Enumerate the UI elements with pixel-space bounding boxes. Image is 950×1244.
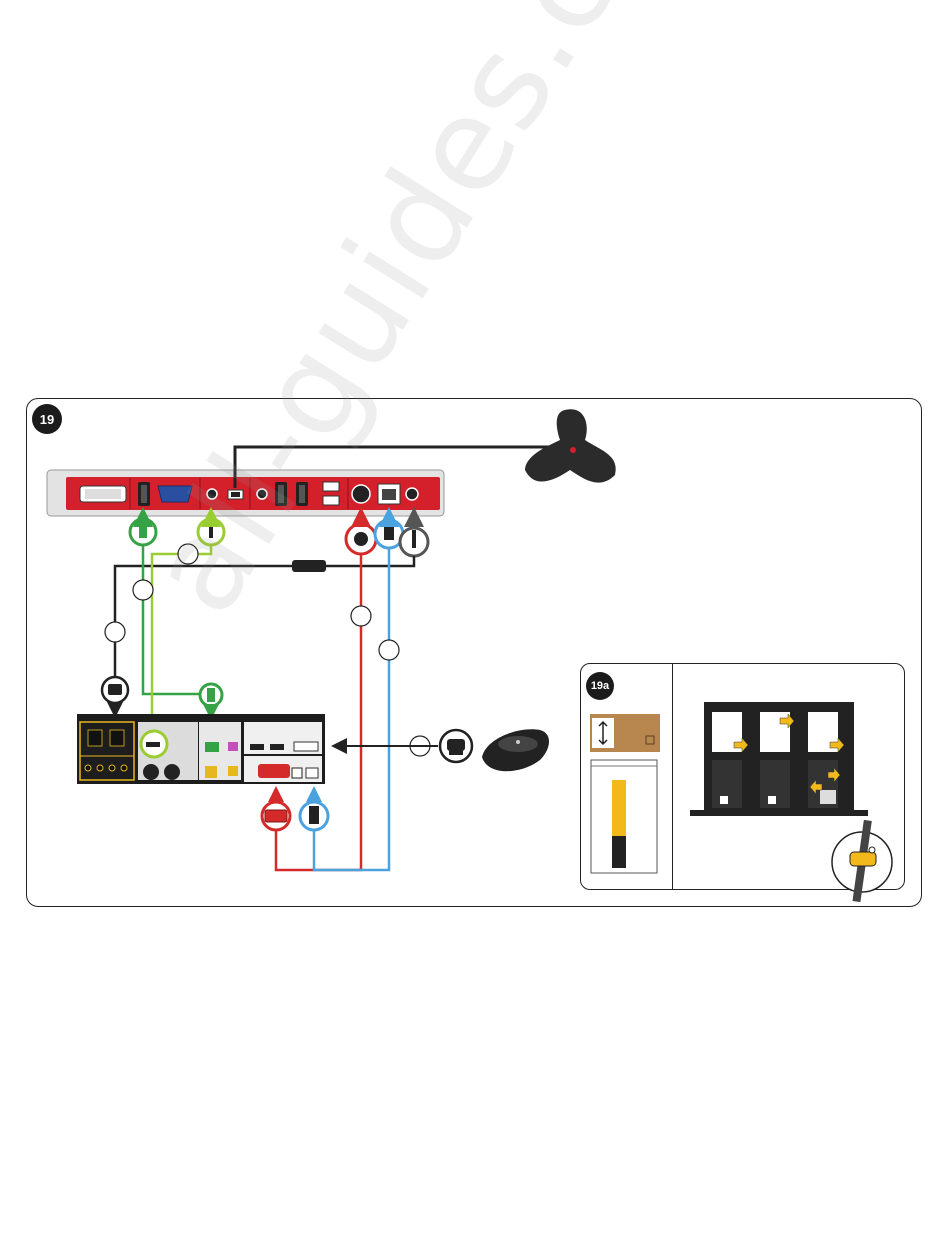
power-brick-icon xyxy=(292,560,326,572)
connector-plug-icon xyxy=(209,522,213,538)
hdmi-port-icon xyxy=(270,744,284,750)
velcro-strap-icon xyxy=(591,760,657,873)
hdmi-port-icon xyxy=(275,482,287,506)
ethernet-port-icon xyxy=(378,484,400,504)
hdmi-port-icon xyxy=(296,482,308,506)
audio-jack-icon xyxy=(257,489,267,499)
connector-plug-icon xyxy=(139,524,147,538)
vga-port-icon xyxy=(158,486,192,502)
strap-detail-zoom xyxy=(832,820,892,902)
callout-circle xyxy=(133,580,153,600)
touch-panel-icon xyxy=(482,729,549,771)
microphone-port-icon xyxy=(352,485,370,503)
dvi-port-icon xyxy=(80,486,126,502)
connector-plug-icon xyxy=(412,530,416,548)
usb-port-icon xyxy=(228,490,243,499)
mounting-frame xyxy=(690,702,868,816)
hdmi-port-icon xyxy=(250,744,264,750)
callout-circle xyxy=(351,606,371,626)
callout-circle xyxy=(105,622,125,642)
callout-circle xyxy=(178,544,198,564)
audio-jack-icon xyxy=(207,489,217,499)
callout-circle xyxy=(379,640,399,660)
power-connector-icon xyxy=(406,488,418,500)
connectivity-unit xyxy=(77,714,325,784)
hdmi-port-icon xyxy=(138,482,150,506)
package-box-icon xyxy=(590,714,660,752)
ethernet-plug-icon xyxy=(384,524,394,540)
codec-unit xyxy=(47,470,444,516)
lime-cable xyxy=(152,546,211,732)
